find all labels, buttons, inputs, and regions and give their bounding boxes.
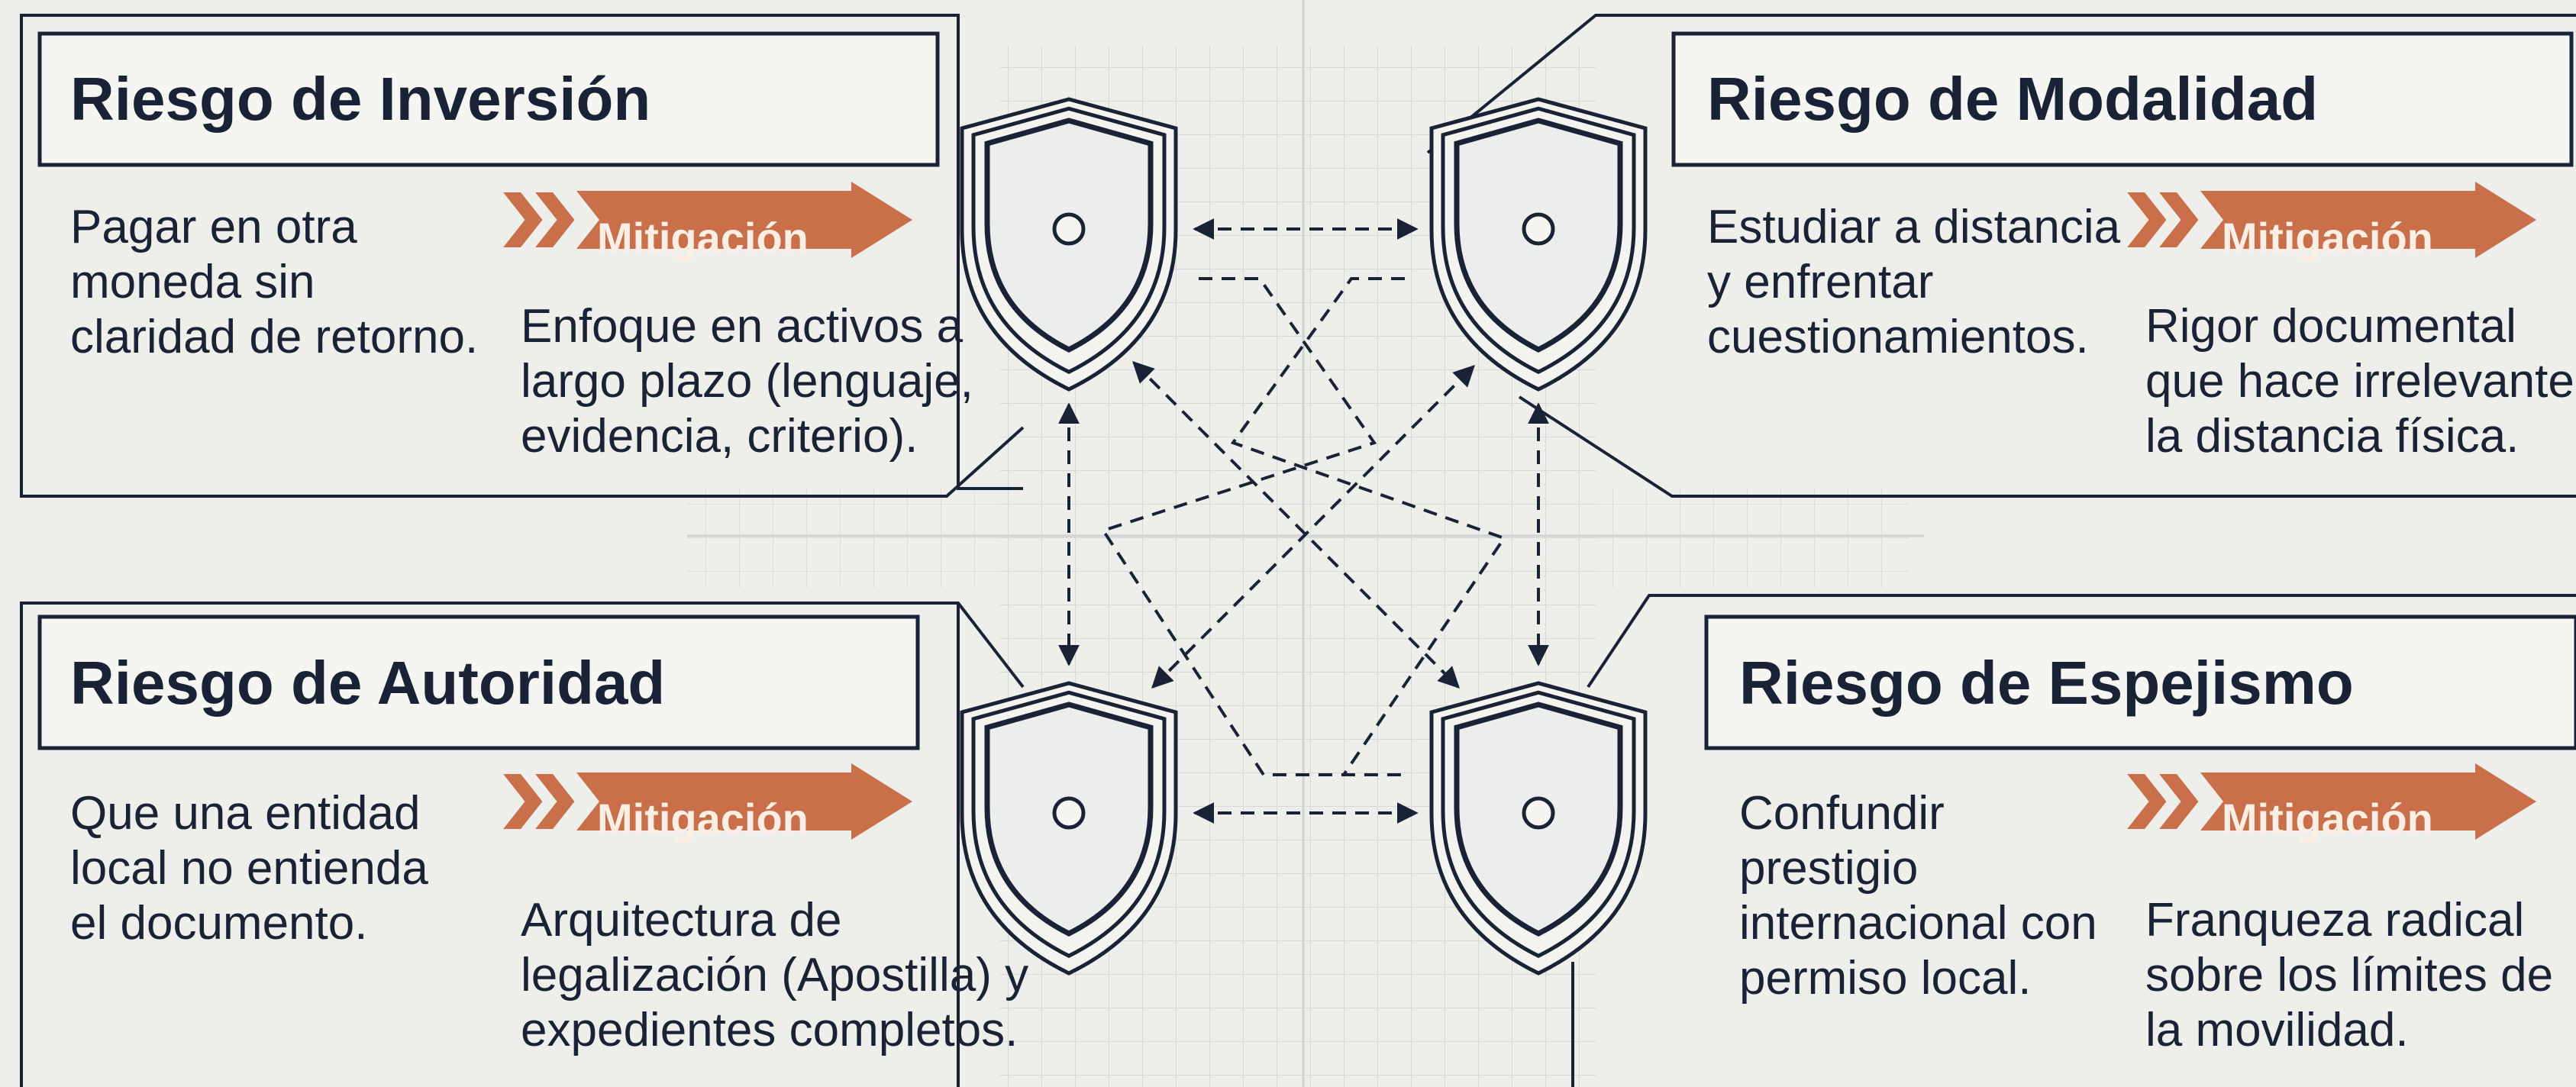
risk-text-espejismo: Confundir prestigio internacional con pe… — [1739, 787, 2097, 1005]
panel-title-inversion: Riesgo de Inversión — [70, 65, 651, 133]
dashed-loop-left — [1100, 277, 1405, 776]
mitigation-text-autoridad: Arquitectura de legalización (Apostilla)… — [521, 894, 1029, 1056]
shield-icon — [960, 97, 1178, 392]
mitigation-arrow-icon — [2120, 182, 2536, 258]
shield-icon — [1429, 97, 1648, 392]
connector-line-top-left — [20, 14, 1025, 498]
mitigation-arrow-icon — [496, 763, 912, 840]
risk-text-inversion: Pagar en otra moneda sin claridad de ret… — [70, 201, 479, 363]
shield-icon — [1429, 681, 1648, 976]
mitigation-label-espejismo: Mitigación — [2222, 795, 2433, 843]
panel-title-modalidad: Riesgo de Modalidad — [1707, 65, 2319, 133]
mitigation-arrow-icon — [496, 182, 912, 258]
panel-frames — [37, 31, 2576, 750]
mitigation-arrow-icon — [2120, 763, 2536, 840]
mitigation-text-modalidad: Rigor documental que hace irrelevante la… — [2145, 300, 2574, 463]
mitigation-text-inversion: Enfoque en activos a largo plazo (lengua… — [521, 300, 973, 463]
mitigation-label-modalidad: Mitigación — [2222, 214, 2433, 262]
risk-text-modalidad: Estudiar a distancia y enfrentar cuestio… — [1707, 201, 2121, 363]
mitigation-label-inversion: Mitigación — [597, 214, 809, 262]
mitigation-label-autoridad: Mitigación — [597, 795, 809, 843]
connector-line-top-right — [1426, 14, 2576, 498]
arrow-diagonal-up — [1151, 365, 1475, 689]
dashed-loop-right — [1230, 277, 1507, 776]
risk-text-autoridad: Que una entidad local no entienda el doc… — [70, 787, 428, 950]
connector-line-bottom-left — [20, 602, 1025, 1087]
mitigation-text-espejismo: Franqueza radical sobre los límites de l… — [2145, 894, 2554, 1056]
panel-title-espejismo: Riesgo de Espejismo — [1739, 649, 2354, 717]
connector-line-bottom-right — [1571, 594, 2576, 1087]
panel-title-autoridad: Riesgo de Autoridad — [70, 649, 666, 717]
shield-icon — [960, 681, 1178, 976]
